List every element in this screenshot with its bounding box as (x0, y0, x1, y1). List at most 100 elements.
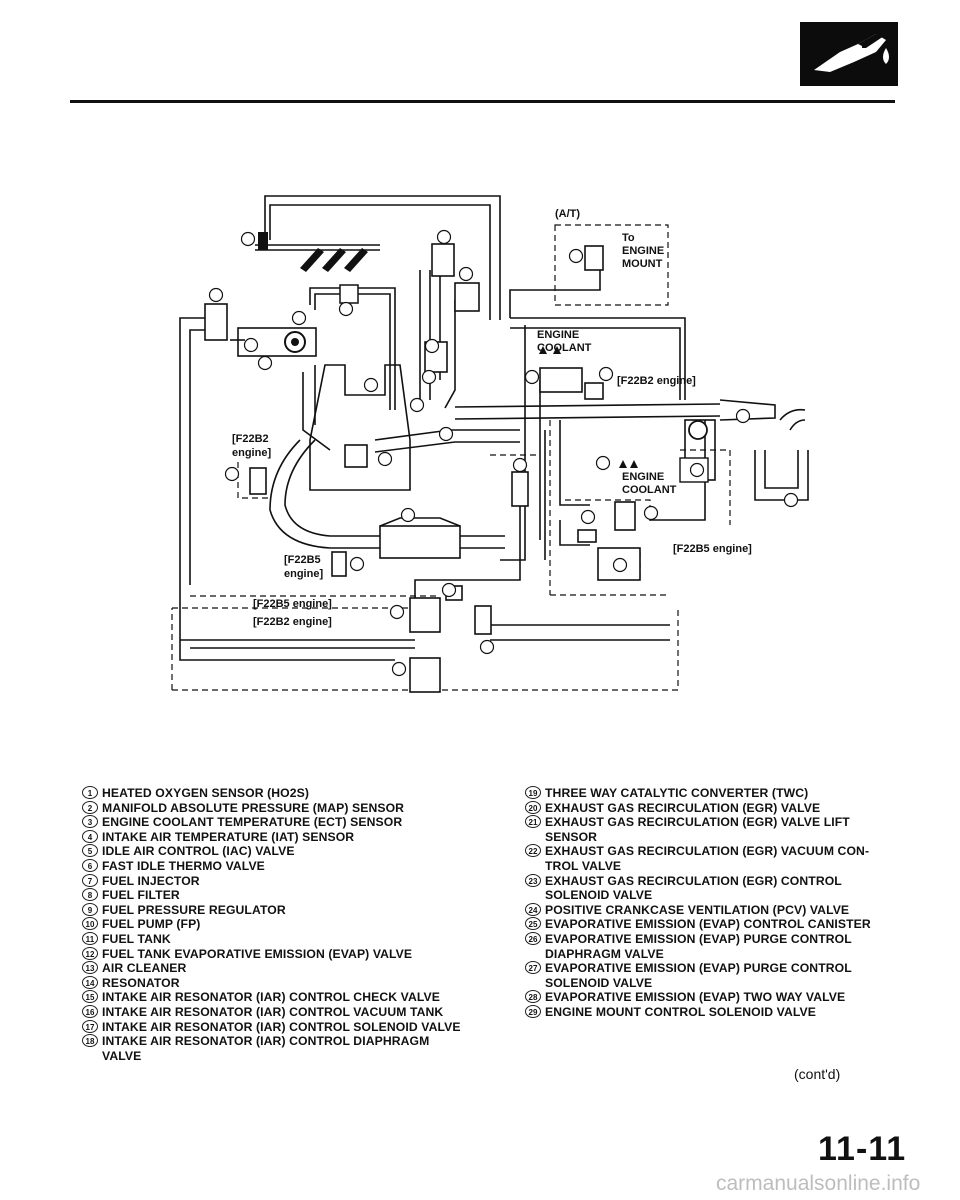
legend-number: 28 (525, 990, 541, 1004)
legend-number: 13 (82, 961, 98, 975)
legend-text: RESONATOR (102, 975, 180, 990)
legend-item: 20 EXHAUST GAS RECIRCULATION (EGR) VALVE (525, 800, 895, 816)
legend-text: HEATED OXYGEN SENSOR (HO2S) (102, 786, 309, 800)
legend-number: 25 (525, 917, 541, 931)
legend-text: EVAPORATIVE EMISSION (EVAP) TWO WAY VALV… (545, 990, 846, 1005)
page-number: 11-11 (818, 1130, 907, 1168)
legend-item: 9 FUEL PRESSURE REGULATOR (82, 902, 462, 918)
legend-number: 29 (525, 1004, 541, 1018)
continued-note: (cont'd) (794, 1066, 841, 1082)
legend-text: FAST IDLE THERMO VALVE (102, 858, 265, 873)
legend-text: EVAPORATIVE EMISSION (EVAP) PURGE CONTRO… (545, 961, 852, 990)
legend-number: 20 (525, 800, 541, 814)
legend-text: FUEL FILTER (102, 888, 180, 903)
legend-text: EVAPORATIVE EMISSION (EVAP) CONTROL CANI… (545, 917, 871, 932)
legend-item: 3 ENGINE COOLANT TEMPERATURE (ECT) SENSOR (82, 815, 462, 830)
legend-number: 3 (82, 815, 98, 829)
legend-item: 19 THREE WAY CATALYTIC CONVERTER (TWC) (525, 786, 895, 801)
legend-text: INTAKE AIR TEMPERATURE (IAT) SENSOR (102, 829, 355, 844)
legend-item: 12 FUEL TANK EVAPORATIVE EMISSION (EVAP) … (82, 946, 462, 962)
legend-number: 15 (82, 990, 98, 1004)
legend-text: IDLE AIR CONTROL (IAC) VALVE (102, 844, 295, 859)
label-engine-coolant-mid-2: COOLANT (622, 484, 677, 496)
legend-item: 28 EVAPORATIVE EMISSION (EVAP) TWO WAY VA… (525, 990, 895, 1005)
legend-text: INTAKE AIR RESONATOR (IAR) CONTROL SOLEN… (102, 1019, 461, 1034)
fuel-injector-icon (800, 22, 898, 86)
label-f22b5-left-2: engine] (284, 568, 323, 580)
legend-item: 27 EVAPORATIVE EMISSION (EVAP) PURGE CONT… (525, 961, 895, 990)
legend-item: 11 FUEL TANK (82, 931, 462, 947)
legend-number: 14 (82, 975, 98, 989)
legend-item: 13 AIR CLEANER (82, 961, 462, 976)
legend-item: 10 FUEL PUMP (FP) (82, 917, 462, 932)
legend-number: 10 (82, 917, 98, 931)
legend-number: 27 (525, 961, 541, 975)
legend-number: 18 (82, 1034, 98, 1048)
legend-text: FUEL PRESSURE REGULATOR (102, 902, 286, 917)
legend-text: ENGINE COOLANT TEMPERATURE (ECT) SENSOR (102, 815, 403, 830)
legend-number: 24 (525, 902, 541, 916)
label-engine-mount-2: MOUNT (622, 258, 663, 270)
emission-system-diagram: (A/T) To ENGINE MOUNT ENGINE COOLANT [F2… (171, 195, 809, 693)
label-to: To (622, 232, 635, 244)
legend-item: 2 MANIFOLD ABSOLUTE PRESSURE (MAP) SENSOR (82, 800, 462, 816)
label-f22b2-engine-bottom: [F22B2 engine] (253, 616, 332, 628)
legend-text: EXHAUST GAS RECIRCULATION (EGR) CONTROL … (545, 873, 842, 903)
legend-item: 6 FAST IDLE THERMO VALVE (82, 858, 462, 874)
label-f22b2-engine-right: [F22B2 engine] (617, 375, 696, 387)
legend-number: 2 (82, 800, 98, 814)
label-engine-coolant-top-1: ENGINE (537, 329, 579, 341)
header-rule (70, 100, 895, 103)
legend-number: 11 (82, 931, 98, 945)
label-engine-mount-1: ENGINE (622, 245, 664, 257)
legend-text: INTAKE AIR RESONATOR (IAR) CONTROL CHECK… (102, 990, 440, 1005)
legend-text: FUEL PUMP (FP) (102, 917, 201, 932)
legend-text: EXHAUST GAS RECIRCULATION (EGR) VALVE (545, 800, 821, 815)
legend-number: 12 (82, 946, 98, 960)
label-f22b2-left-2: engine] (232, 447, 271, 459)
legend-text: THREE WAY CATALYTIC CONVERTER (TWC) (545, 786, 809, 800)
legend-item: 26 EVAPORATIVE EMISSION (EVAP) PURGE CONT… (525, 931, 895, 961)
legend-text: EXHAUST GAS RECIRCULATION (EGR) VACUUM C… (545, 844, 870, 873)
label-at: (A/T) (555, 208, 580, 220)
label-f22b5-left-1: [F22B5 (284, 554, 321, 566)
legend-item: 7 FUEL INJECTOR (82, 873, 462, 889)
legend-number: 5 (82, 844, 98, 858)
legend-text: FUEL TANK (102, 931, 171, 946)
legend-text: MANIFOLD ABSOLUTE PRESSURE (MAP) SENSOR (102, 800, 405, 815)
legend-number: 6 (82, 858, 98, 872)
legend-item: 15 INTAKE AIR RESONATOR (IAR) CONTROL CHE… (82, 990, 462, 1005)
legend-number: 23 (525, 873, 541, 887)
legend-number: 7 (82, 873, 98, 887)
legend-text: EVAPORATIVE EMISSION (EVAP) PURGE CONTRO… (545, 931, 852, 961)
legend-number: 8 (82, 888, 98, 902)
legend-text: FUEL TANK EVAPORATIVE EMISSION (EVAP) VA… (102, 946, 413, 961)
label-f22b2-left-1: [F22B2 (232, 433, 269, 445)
legend-item: 25 EVAPORATIVE EMISSION (EVAP) CONTROL CA… (525, 917, 895, 932)
legend-item: 16 INTAKE AIR RESONATOR (IAR) CONTROL VAC… (82, 1004, 462, 1020)
legend-text: INTAKE AIR RESONATOR (IAR) CONTROL VACUU… (102, 1004, 444, 1019)
legend-item: 23 EXHAUST GAS RECIRCULATION (EGR) CONTRO… (525, 873, 895, 903)
legend-text: AIR CLEANER (102, 961, 187, 976)
watermark: carmanualsonline.info (716, 1172, 921, 1195)
label-f22b5-engine-bottom: [F22B5 engine] (253, 598, 332, 610)
label-engine-coolant-top-2: COOLANT (537, 342, 592, 354)
legend-item: 4 INTAKE AIR TEMPERATURE (IAT) SENSOR (82, 829, 462, 845)
legend-number: 9 (82, 902, 98, 916)
legend-text: FUEL INJECTOR (102, 873, 200, 888)
legend-number: 19 (525, 786, 541, 799)
legend-item: 14 RESONATOR (82, 975, 462, 991)
legend-number: 26 (525, 931, 541, 945)
label-engine-coolant-mid-1: ENGINE (622, 471, 664, 483)
legend-number: 16 (82, 1004, 98, 1018)
legend-number: 21 (525, 815, 541, 829)
legend-item: 5 IDLE AIR CONTROL (IAC) VALVE (82, 844, 462, 859)
legend-number: 4 (82, 829, 98, 843)
